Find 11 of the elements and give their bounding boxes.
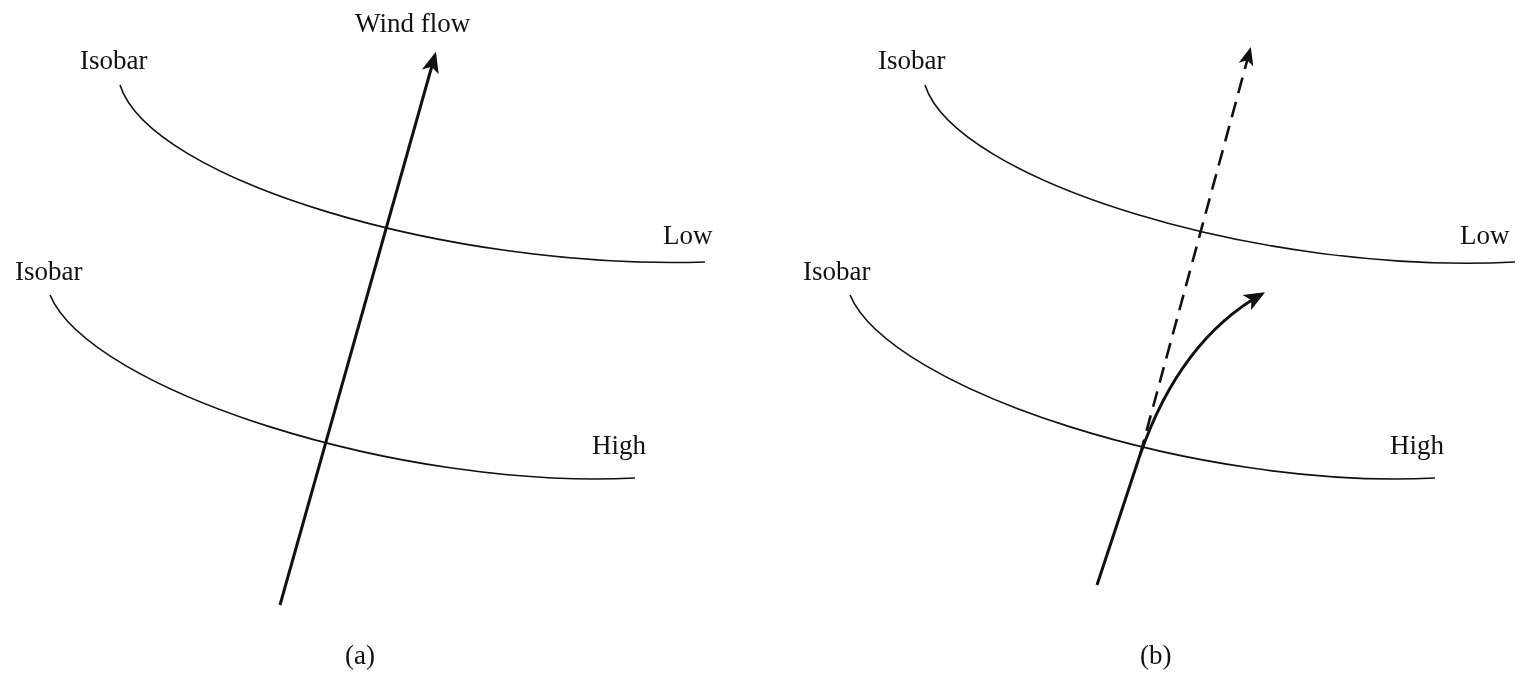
pressure-label: High: [1390, 432, 1444, 459]
isobar-label: Isobar: [878, 47, 946, 74]
panel-label: (b): [1140, 642, 1172, 669]
pressure-label: High: [592, 432, 646, 459]
pressure-label: Low: [663, 222, 713, 249]
isobar-label: Isobar: [80, 47, 148, 74]
wind-flow-label: Wind flow: [355, 10, 471, 37]
panel-label: (a): [345, 642, 375, 669]
pressure-label: Low: [1460, 222, 1510, 249]
isobar-label: Isobar: [803, 258, 871, 285]
isobar-label: Isobar: [15, 258, 83, 285]
